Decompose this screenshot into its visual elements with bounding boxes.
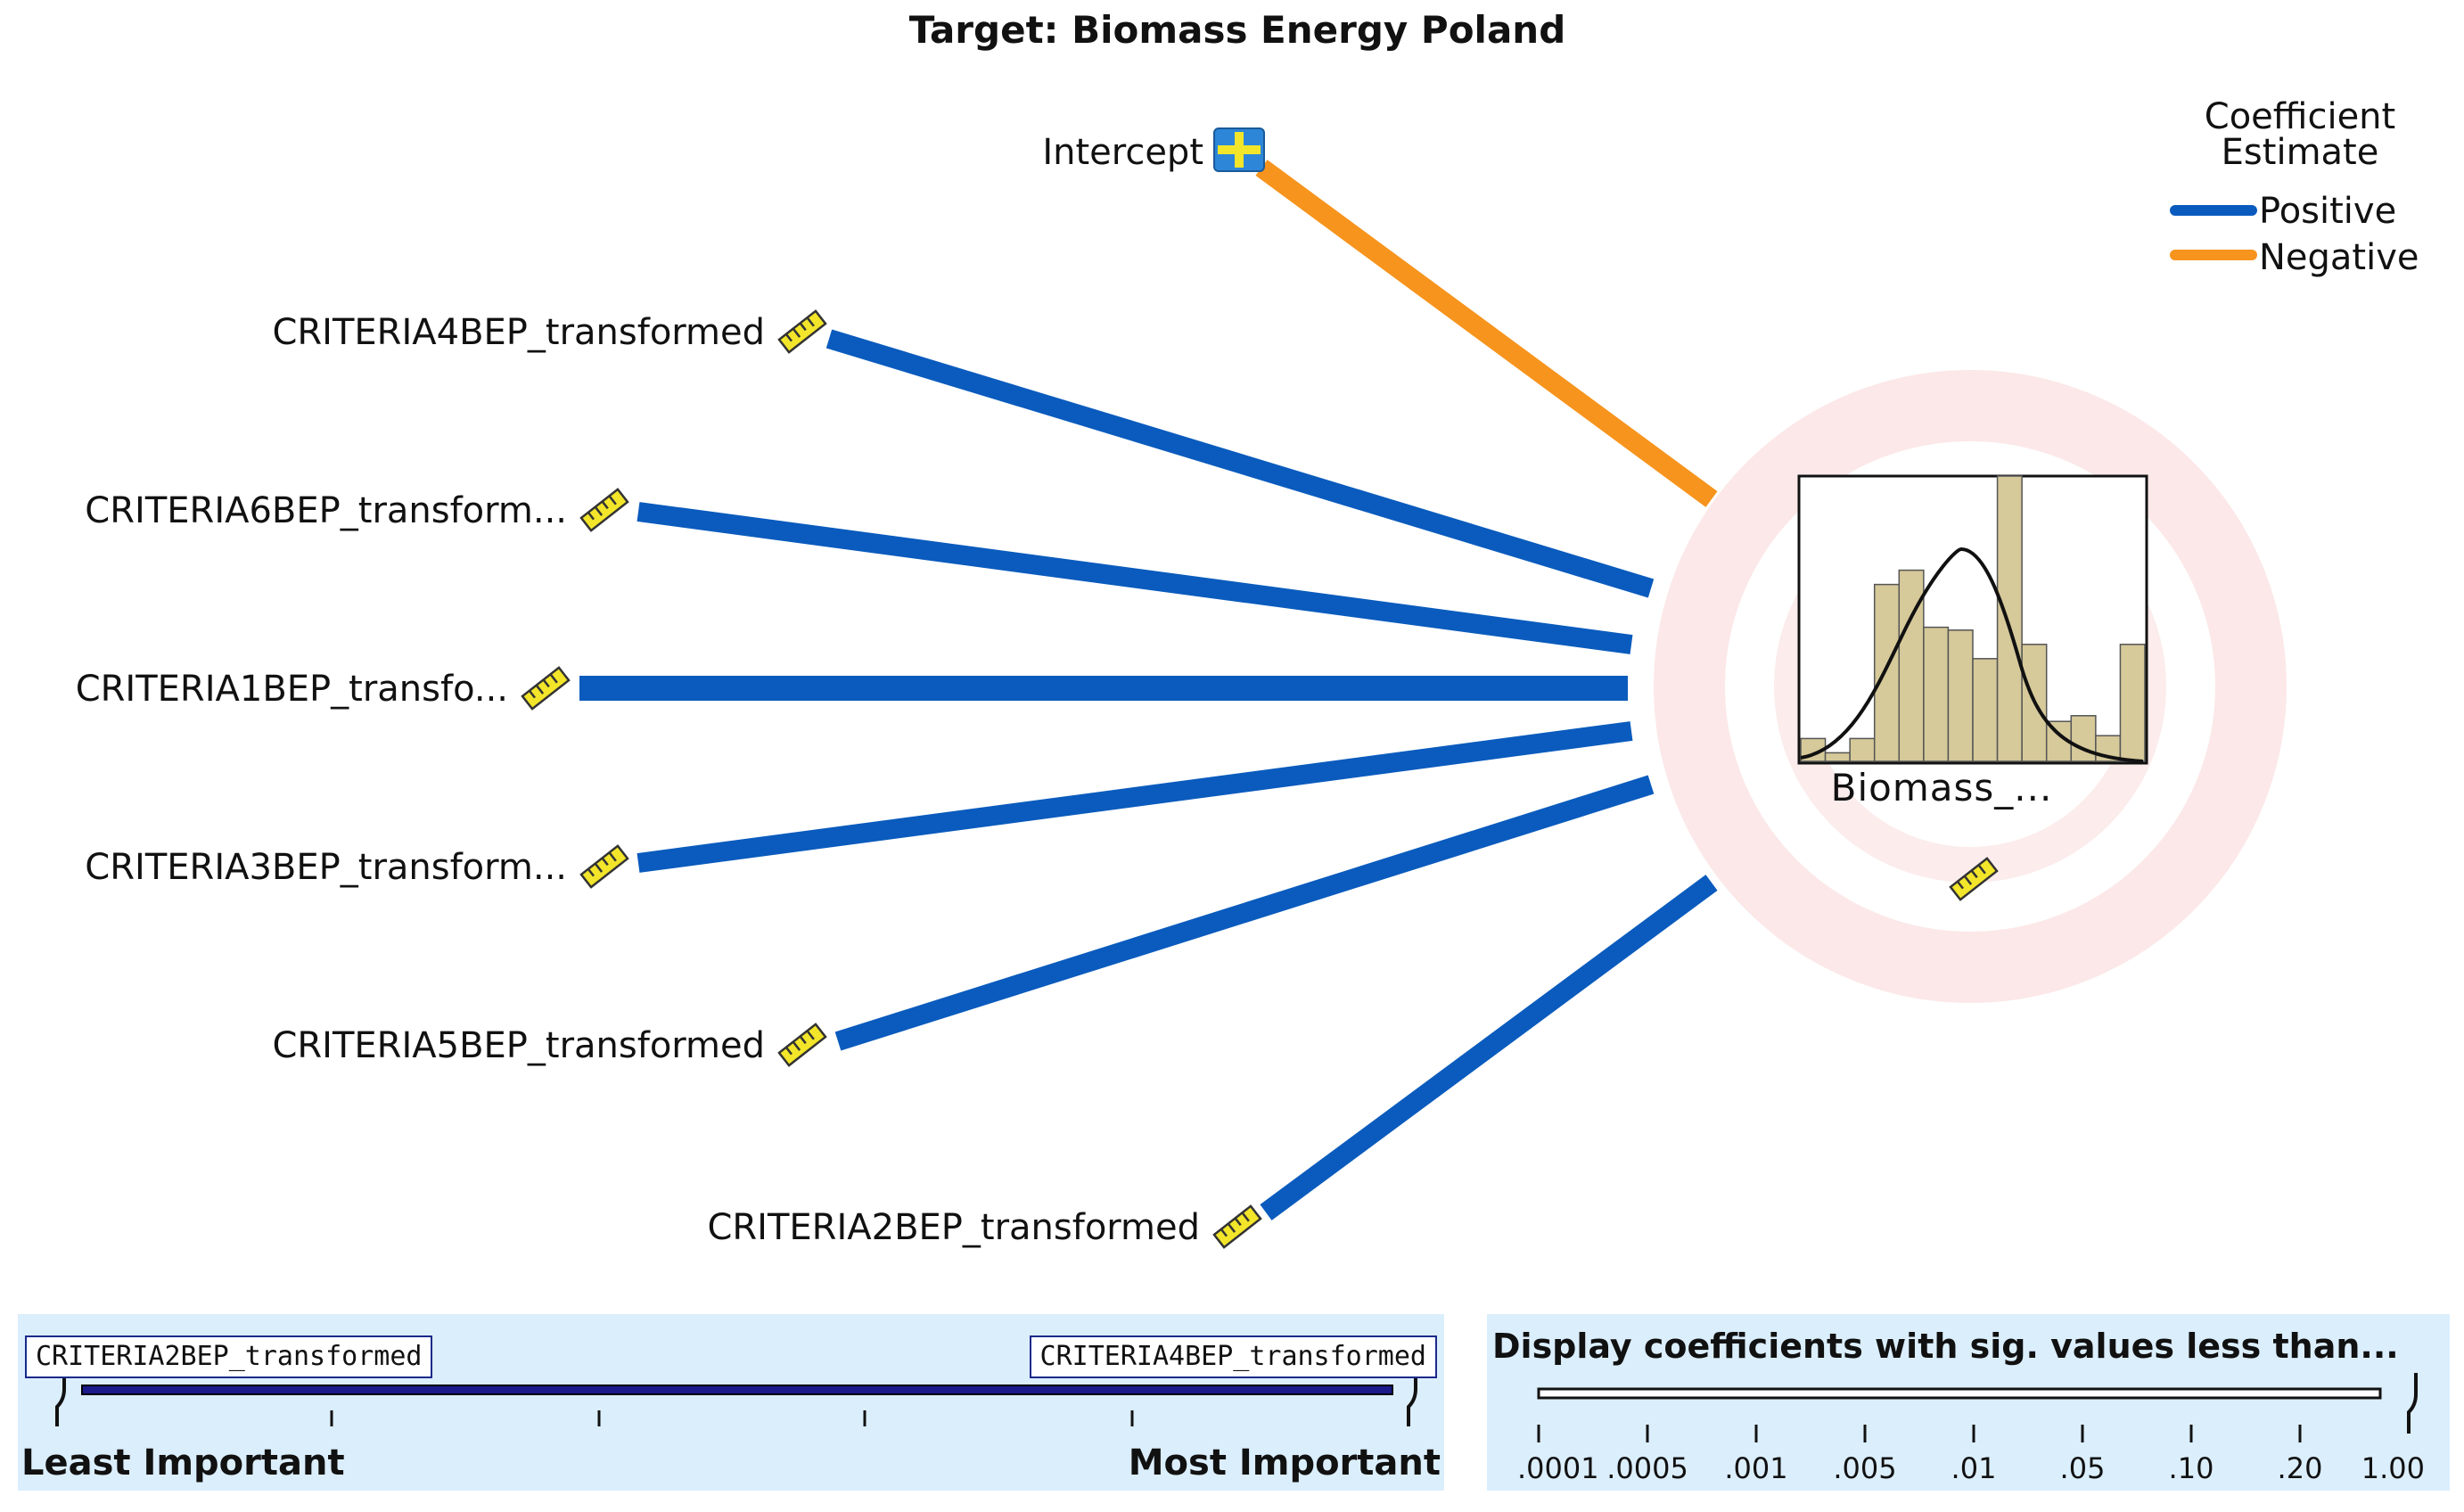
ruler-icon	[521, 666, 571, 711]
significance-tick-label: .001	[1724, 1451, 1787, 1485]
predictor-node-criteria4bep[interactable]: CRITERIA4BEP_transformed	[272, 309, 827, 354]
significance-filter-panel: Display coefficients with sig. values le…	[1487, 1314, 2450, 1491]
predictor-label: CRITERIA3BEP_transform...	[85, 847, 567, 888]
connector-criteria2bep	[1260, 875, 1718, 1220]
diagram-title: Target: Biomass Energy Poland	[909, 8, 1566, 52]
target-node[interactable]: Biomass_...	[1797, 474, 2148, 901]
legend-title-line1: Coefficient	[2205, 96, 2395, 137]
target-label: Biomass_...	[1831, 766, 2053, 809]
most-important-label: Most Important	[1128, 1442, 1441, 1483]
histogram-bar	[1824, 752, 1851, 762]
ruler-icon	[777, 1023, 827, 1067]
importance-slider-right-handle[interactable]	[1407, 1378, 1417, 1426]
least-important-field-box: CRITERIA2BEP_transformed	[25, 1335, 433, 1378]
intercept-cross-icon	[1213, 127, 1265, 172]
legend-negative-label: Negative	[2259, 237, 2419, 278]
histogram-bar	[1923, 626, 1950, 762]
importance-slider-track	[81, 1385, 1393, 1395]
significance-tick-label: .01	[1951, 1451, 1997, 1485]
histogram-bar	[1996, 475, 2023, 762]
importance-slider-left-handle[interactable]	[55, 1378, 66, 1426]
significance-tick-label: 1.00	[2361, 1451, 2425, 1485]
significance-tick-label: .05	[2060, 1451, 2106, 1485]
significance-tick-label: .0005	[1606, 1451, 1688, 1485]
histogram-bar	[1849, 737, 1876, 762]
histogram-bar	[1947, 629, 1974, 762]
histogram-bar	[2119, 644, 2146, 762]
legend-title-line2: Estimate	[2222, 132, 2379, 173]
significance-filter-title: Display coefficients with sig. values le…	[1492, 1327, 2399, 1366]
significance-tick-label: .20	[2278, 1451, 2323, 1485]
histogram-bar	[1873, 583, 1901, 762]
legend-positive-label: Positive	[2259, 191, 2396, 232]
importance-slider[interactable]	[18, 1314, 1444, 1491]
histogram-bar	[2070, 715, 2097, 762]
significance-tick-label: .10	[2169, 1451, 2214, 1485]
ruler-icon	[777, 309, 827, 354]
coefficient-legend: Coefficient Estimate Positive Negative	[2170, 96, 2419, 278]
significance-ticks: .0001.0005 .001 .005 .01 .05 .10 .20 1.00	[1517, 1425, 2425, 1485]
target-histogram	[1800, 475, 2146, 762]
importance-slider-panel: CRITERIA2BEP_transformed CRITERIA4BEP_tr…	[18, 1314, 1444, 1491]
predictor-node-criteria5bep[interactable]: CRITERIA5BEP_transformed	[272, 1023, 827, 1067]
significance-tick-label: .005	[1833, 1451, 1896, 1485]
ruler-icon	[579, 844, 629, 889]
histogram-bar	[1972, 658, 1999, 762]
connector-criteria4bep	[825, 329, 1655, 598]
ruler-icon	[579, 488, 629, 532]
predictor-label: CRITERIA5BEP_transformed	[272, 1025, 765, 1066]
predictor-label: CRITERIA6BEP_transform...	[85, 490, 567, 531]
significance-slider-track	[1537, 1387, 2382, 1400]
ruler-icon	[1212, 1204, 1262, 1249]
intercept-connector	[1255, 160, 1718, 507]
connector-criteria3bep	[637, 721, 1633, 873]
target-normal-curve	[1800, 546, 2144, 763]
predictor-label: CRITERIA2BEP_transformed	[707, 1207, 1200, 1248]
predictor-label: CRITERIA1BEP_transfo...	[76, 669, 508, 710]
predictor-node-criteria6bep[interactable]: CRITERIA6BEP_transform...	[85, 488, 629, 532]
intercept-label: Intercept	[1042, 132, 1203, 173]
least-important-label: Least Important	[21, 1442, 345, 1483]
significance-slider[interactable]: .0001.0005 .001 .005 .01 .05 .10 .20 1.00	[1487, 1314, 2450, 1491]
significance-slider-handle[interactable]	[2407, 1373, 2418, 1434]
connector-criteria6bep	[637, 502, 1633, 654]
predictor-node-criteria3bep[interactable]: CRITERIA3BEP_transform...	[85, 844, 629, 889]
most-important-field-box: CRITERIA4BEP_transformed	[1029, 1335, 1437, 1378]
predictor-node-criteria1bep[interactable]: CRITERIA1BEP_transfo...	[76, 666, 571, 711]
connector-criteria5bep	[834, 775, 1655, 1051]
predictor-label: CRITERIA4BEP_transformed	[272, 312, 765, 353]
significance-tick-label: .0001	[1517, 1451, 1599, 1485]
predictor-node-criteria2bep[interactable]: CRITERIA2BEP_transformed	[707, 1204, 1262, 1249]
intercept-node[interactable]: Intercept	[1042, 127, 1265, 173]
